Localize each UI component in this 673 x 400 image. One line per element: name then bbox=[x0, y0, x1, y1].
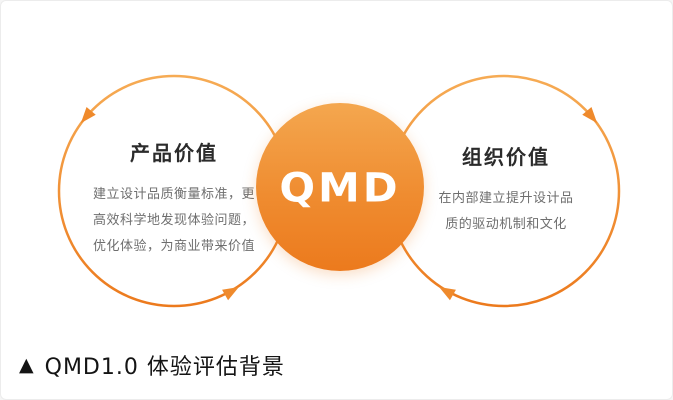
qmd-logo-text: QMD bbox=[279, 163, 401, 211]
organization-value-desc-line: 在内部建立提升设计品 bbox=[438, 191, 574, 206]
caption-label: QMD1.0 体验评估背景 bbox=[44, 355, 285, 380]
product-value-description: 建立设计品质衡量标准，更 高效科学地发现体验问题， 优化体验，为商业带来价值 bbox=[69, 182, 279, 260]
diagram-caption: ▲ QMD1.0 体验评估背景 bbox=[19, 349, 285, 381]
organization-value-title: 组织价值 bbox=[462, 145, 550, 169]
product-value-desc-line: 建立设计品质衡量标准，更 bbox=[92, 187, 255, 202]
organization-value-block: 组织价值 在内部建立提升设计品 质的驱动机制和文化 bbox=[415, 141, 597, 238]
right-loop-top-arrow-icon bbox=[582, 107, 598, 124]
organization-value-desc-line: 质的驱动机制和文化 bbox=[445, 217, 567, 232]
product-value-block: 产品价值 建立设计品质衡量标准，更 高效科学地发现体验问题， 优化体验，为商业带… bbox=[69, 137, 279, 260]
qmd-logo-circle: QMD bbox=[256, 103, 424, 271]
product-value-desc-line: 优化体验，为商业带来价值 bbox=[92, 239, 255, 254]
left-loop-bottom-arrow-icon bbox=[222, 287, 239, 301]
product-value-title: 产品价值 bbox=[130, 141, 218, 165]
caption-triangle-icon: ▲ bbox=[19, 353, 35, 376]
organization-value-description: 在内部建立提升设计品 质的驱动机制和文化 bbox=[415, 186, 597, 238]
left-loop-top-arrow-icon bbox=[80, 107, 96, 124]
right-loop-bottom-arrow-icon bbox=[439, 287, 456, 301]
product-value-desc-line: 高效科学地发现体验问题， bbox=[92, 213, 255, 228]
